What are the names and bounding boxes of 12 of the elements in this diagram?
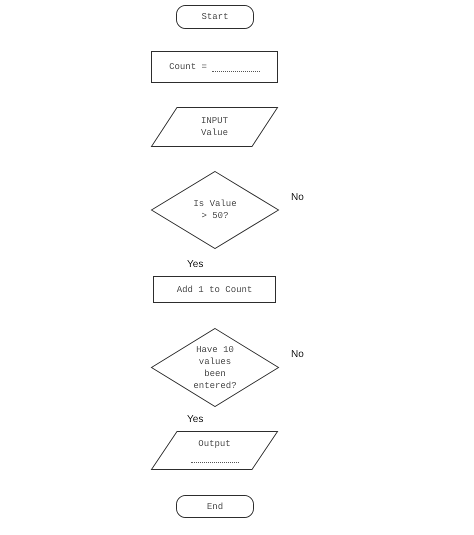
node-text: Output	[198, 438, 231, 450]
node-text: Is Value > 50?	[192, 198, 238, 222]
node-text: INPUT Value	[200, 115, 229, 139]
node-text: Start	[201, 11, 228, 23]
branch-label: No	[291, 192, 304, 203]
node-text: Count =	[169, 61, 207, 73]
branch-label: Yes	[187, 414, 204, 425]
node-text: Add 1 to Count	[176, 284, 252, 296]
branch-label: No	[291, 349, 304, 360]
node-text: Have 10 values been entered?	[192, 344, 238, 392]
branch-label: Yes	[187, 259, 204, 270]
node-text: End	[206, 500, 224, 512]
